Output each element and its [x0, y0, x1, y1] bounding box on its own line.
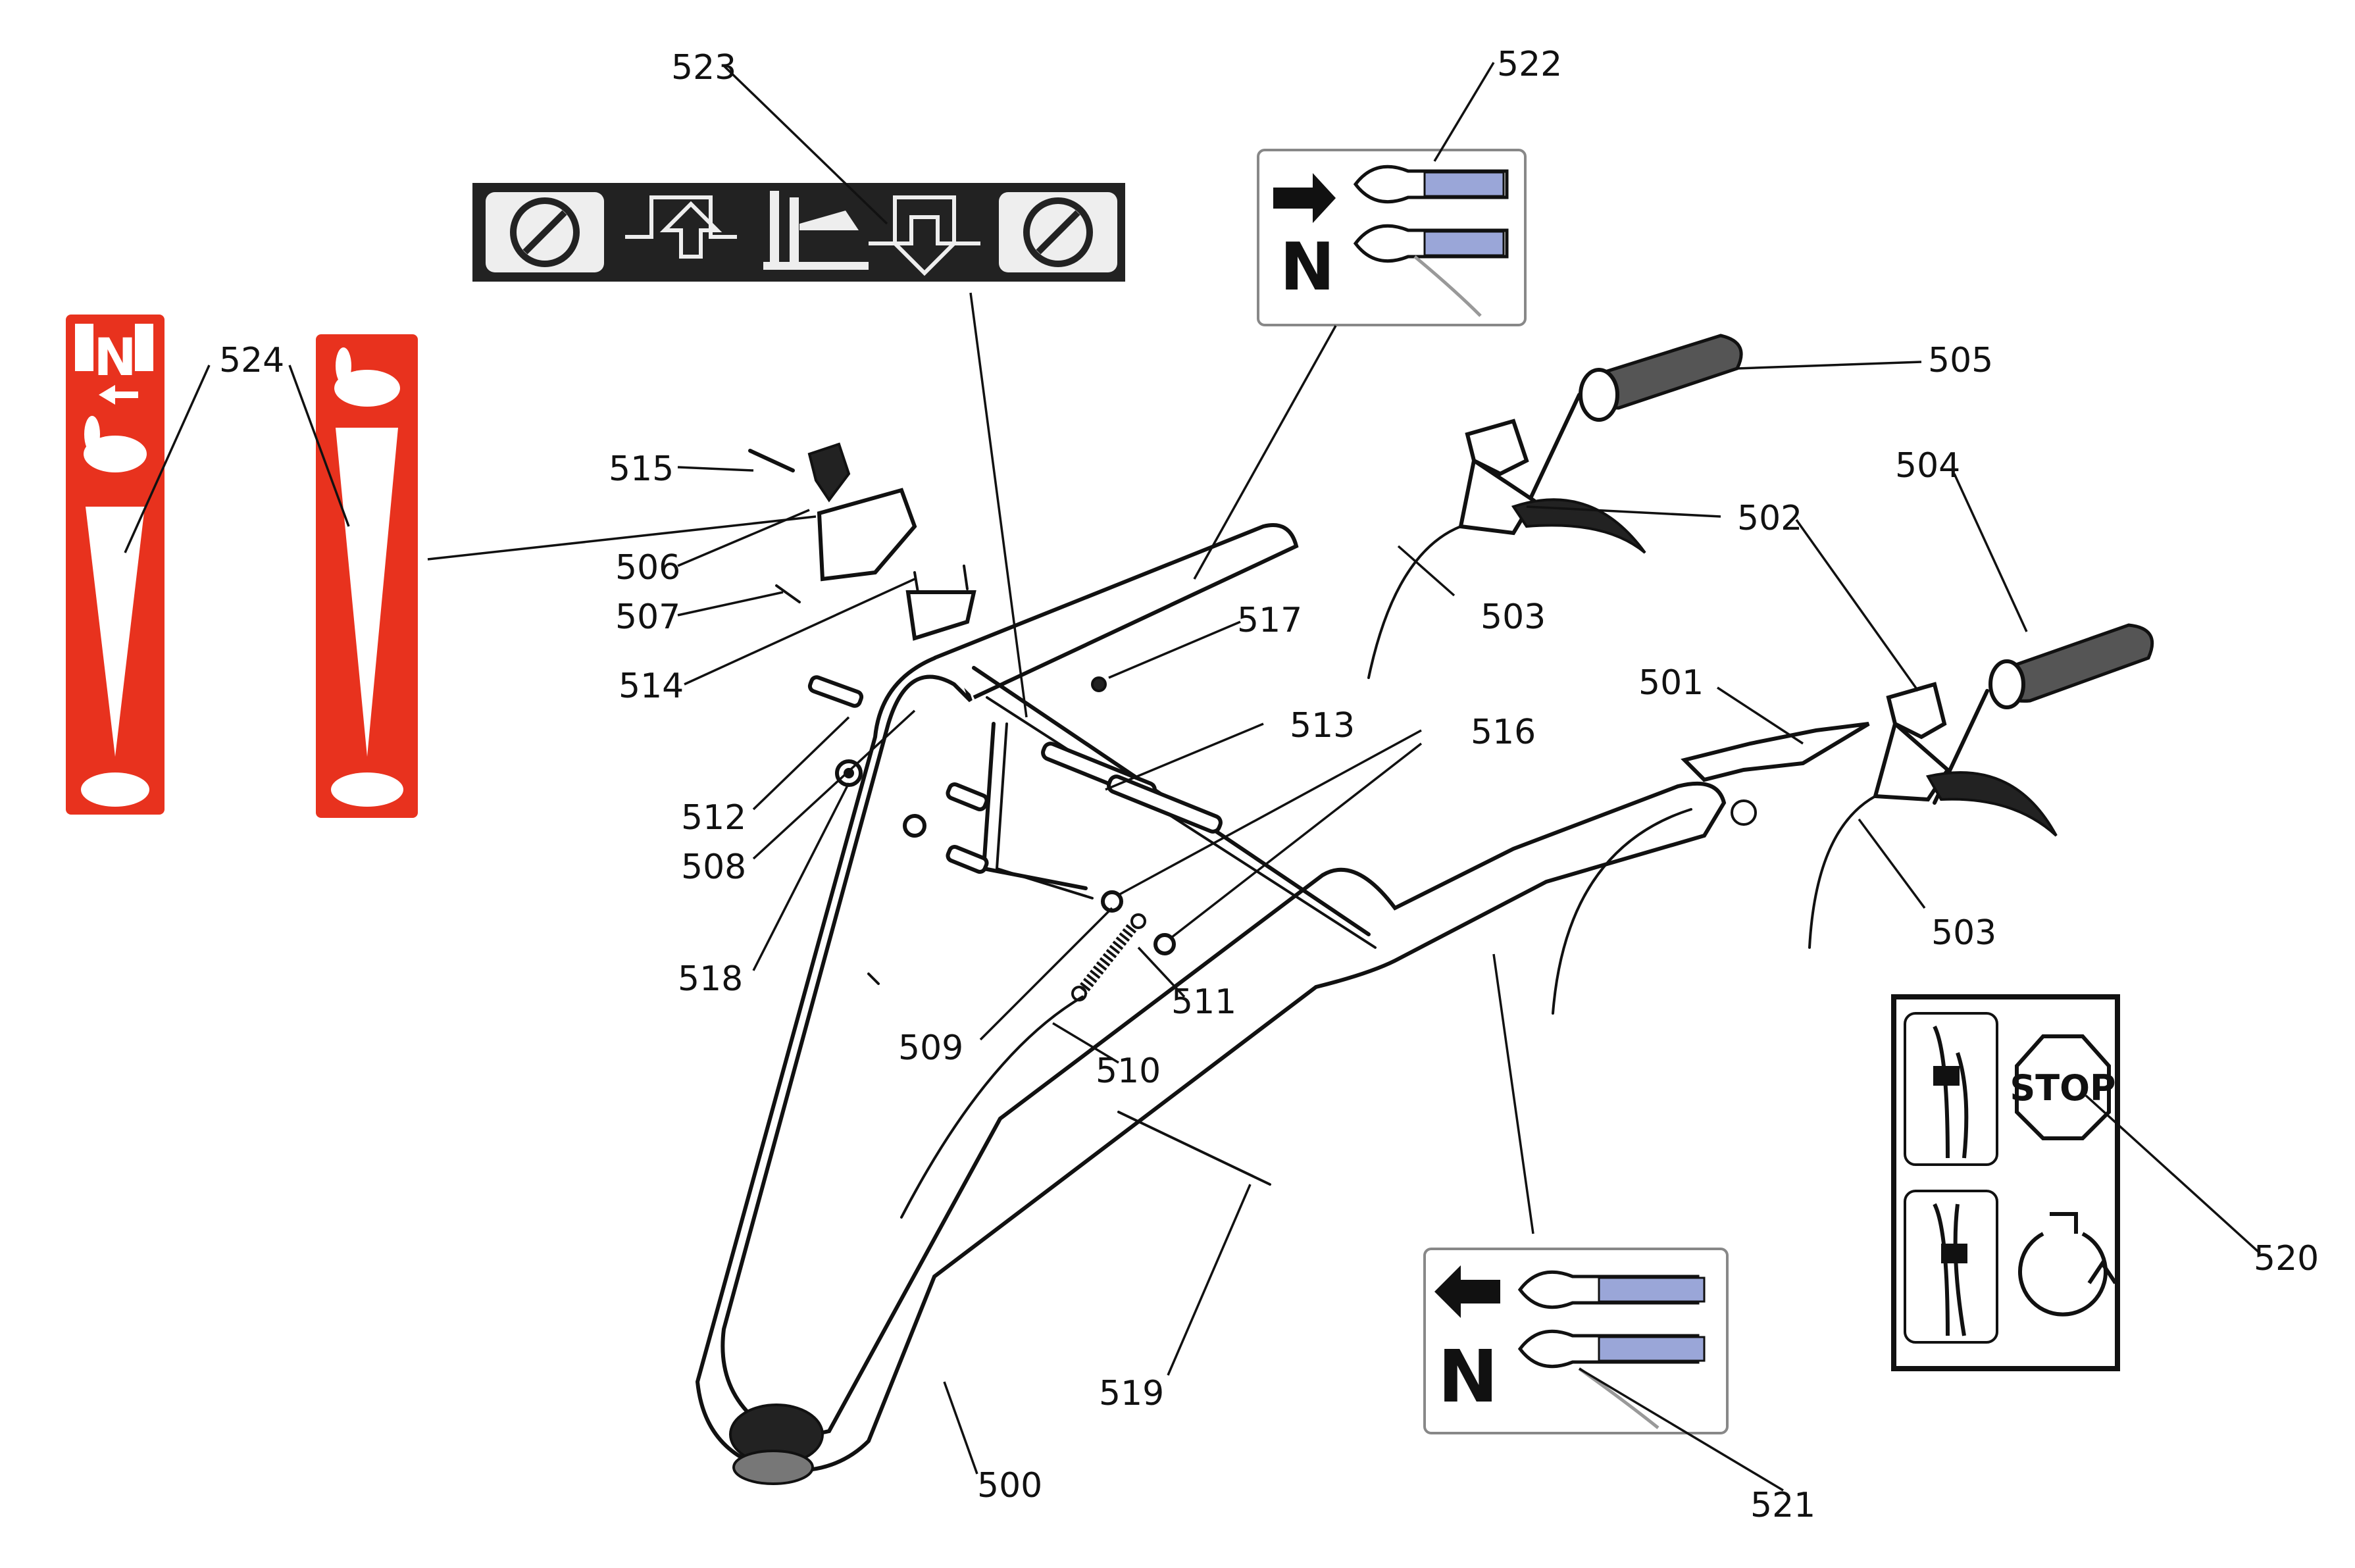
pins-513 — [946, 742, 1223, 874]
cable — [900, 996, 1084, 1219]
label-514: 514 — [619, 667, 684, 706]
cable-503-right — [1808, 795, 1877, 949]
neutral-letter: N — [1280, 228, 1335, 305]
washer — [903, 814, 926, 838]
label-523: 523 — [671, 48, 736, 88]
label-520: 520 — [2254, 1239, 2319, 1278]
blade-icon — [763, 191, 869, 270]
pin-512 — [807, 675, 864, 708]
label-517: 517 — [1237, 601, 1302, 640]
leader-lines — [124, 62, 2262, 1492]
label-512: 512 — [681, 798, 746, 838]
speed-decal-left: N — [66, 315, 165, 815]
stop-text: STOP — [2010, 1067, 2115, 1109]
label-502: 502 — [1737, 499, 1802, 538]
throttle-bracket-506 — [748, 442, 976, 641]
label-508: 508 — [681, 847, 746, 887]
label-524: 524 — [219, 341, 284, 380]
label-506: 506 — [615, 548, 680, 588]
spring-510 — [1071, 913, 1146, 1001]
label-515: 515 — [609, 449, 674, 489]
right-lever-502 — [1873, 682, 2058, 837]
label-505: 505 — [1928, 341, 1993, 380]
arrow-right-icon — [1273, 173, 1336, 223]
label-503-a: 503 — [1481, 597, 1546, 637]
label-516: 516 — [1471, 713, 1536, 752]
rabbit-icon — [84, 416, 147, 472]
rotate-icon — [510, 197, 580, 267]
lever-decal-522: N — [1257, 149, 1527, 326]
turtle-icon — [81, 772, 149, 807]
left-lever-502 — [1458, 418, 1646, 554]
linkage-rod — [982, 722, 1094, 899]
rabbit-icon — [334, 347, 400, 407]
neutral-letter: N — [1438, 1334, 1498, 1419]
lever-icon — [1933, 1025, 1969, 1159]
lever-decal-521: N — [1423, 1248, 1729, 1434]
nut-517 — [1091, 676, 1107, 692]
arrow-left-icon — [1434, 1265, 1500, 1318]
label-501: 501 — [1638, 663, 1704, 703]
stop-decal-520: STOP — [1891, 994, 2120, 1371]
label-507: 507 — [615, 597, 680, 637]
washer-516-a — [1101, 890, 1123, 913]
label-504: 504 — [1895, 446, 1960, 486]
label-518: 518 — [678, 959, 743, 999]
speed-decal-right — [316, 334, 418, 818]
label-510: 510 — [1096, 1051, 1161, 1091]
label-500: 500 — [977, 1466, 1042, 1505]
label-509: 509 — [898, 1028, 963, 1068]
arrow-down-icon — [869, 195, 980, 276]
rotate-icon — [2018, 1212, 2117, 1317]
arrow-up-icon — [625, 195, 737, 259]
control-lever-501 — [1681, 722, 1870, 826]
turtle-icon — [331, 772, 403, 807]
washer-516-b — [1153, 933, 1176, 955]
label-521: 521 — [1750, 1486, 1815, 1525]
label-522: 522 — [1497, 45, 1562, 84]
label-511: 511 — [1171, 982, 1236, 1022]
neutral-letter: N — [93, 328, 136, 388]
control-decal-523 — [472, 183, 1125, 282]
label-503-b: 503 — [1931, 913, 1996, 953]
label-519: 519 — [1099, 1374, 1164, 1413]
cable-519 — [1117, 1111, 1271, 1186]
cable-503-left — [1367, 525, 1462, 679]
left-grip-505 — [1525, 334, 1743, 509]
label-513: 513 — [1290, 706, 1355, 746]
stop-sign-icon: STOP — [2010, 1034, 2116, 1140]
